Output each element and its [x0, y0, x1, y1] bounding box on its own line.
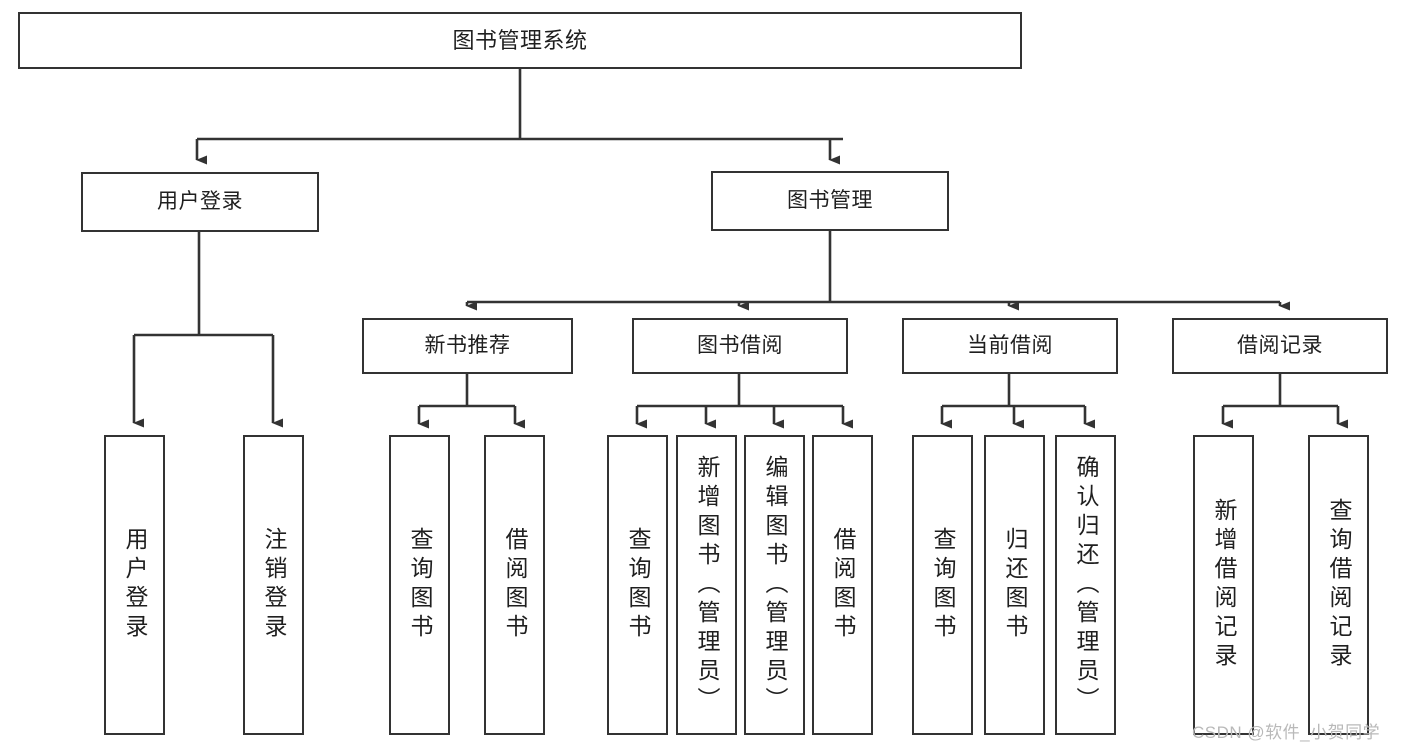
node-leaf-query-book-borrow[interactable]: 查询图书: [607, 435, 668, 735]
node-current-borrow[interactable]: 当前借阅: [902, 318, 1118, 374]
node-label-leaf-edit-book-admin: 编辑图书（管理员）: [762, 454, 788, 716]
node-label-new-book-recommend: 新书推荐: [424, 333, 511, 357]
node-label-leaf-add-book-admin: 新增图书（管理员）: [694, 454, 720, 716]
node-leaf-edit-book-admin[interactable]: 编辑图书（管理员）: [744, 435, 805, 735]
node-book-manage[interactable]: 图书管理: [711, 171, 949, 231]
node-new-book-recommend[interactable]: 新书推荐: [362, 318, 573, 374]
node-leaf-user-login[interactable]: 用户登录: [104, 435, 165, 735]
node-leaf-query-borrow-record[interactable]: 查询借阅记录: [1308, 435, 1369, 735]
node-leaf-borrow-book-rec[interactable]: 借阅图书: [484, 435, 545, 735]
node-label-book-borrow: 图书借阅: [697, 333, 783, 357]
node-leaf-query-book-rec[interactable]: 查询图书: [389, 435, 450, 735]
node-label-current-borrow: 当前借阅: [967, 333, 1053, 357]
node-root[interactable]: 图书管理系统: [18, 12, 1022, 69]
node-label-user-login: 用户登录: [157, 189, 243, 213]
node-leaf-logout[interactable]: 注销登录: [243, 435, 304, 735]
node-label-leaf-add-borrow-record: 新增借阅记录: [1211, 498, 1237, 672]
node-label-leaf-query-borrow-record: 查询借阅记录: [1326, 498, 1352, 672]
node-label-leaf-user-login: 用户登录: [122, 527, 148, 643]
node-label-book-manage: 图书管理: [787, 188, 873, 212]
node-label-leaf-borrow-book-rec: 借阅图书: [502, 527, 528, 643]
node-leaf-borrow-book[interactable]: 借阅图书: [812, 435, 873, 735]
node-label-leaf-query-book-current: 查询图书: [930, 527, 956, 643]
node-leaf-add-book-admin[interactable]: 新增图书（管理员）: [676, 435, 737, 735]
node-label-root: 图书管理系统: [452, 27, 588, 53]
node-label-leaf-borrow-book: 借阅图书: [830, 527, 856, 643]
node-book-borrow[interactable]: 图书借阅: [632, 318, 848, 374]
node-label-leaf-return-book: 归还图书: [1002, 527, 1028, 643]
node-leaf-add-borrow-record[interactable]: 新增借阅记录: [1193, 435, 1254, 735]
node-leaf-return-book[interactable]: 归还图书: [984, 435, 1045, 735]
node-label-leaf-query-book-rec: 查询图书: [407, 527, 433, 643]
csdn-watermark: CSDN @软件_小贺同学: [1192, 723, 1381, 742]
node-label-leaf-query-book-borrow: 查询图书: [625, 527, 651, 643]
node-borrow-records[interactable]: 借阅记录: [1172, 318, 1388, 374]
node-user-login[interactable]: 用户登录: [81, 172, 319, 232]
node-label-leaf-confirm-return-admin: 确认归还（管理员）: [1073, 454, 1099, 716]
node-label-borrow-records: 借阅记录: [1237, 333, 1323, 357]
node-leaf-confirm-return-admin[interactable]: 确认归还（管理员）: [1055, 435, 1116, 735]
node-leaf-query-book-current[interactable]: 查询图书: [912, 435, 973, 735]
node-label-leaf-logout: 注销登录: [261, 527, 287, 643]
